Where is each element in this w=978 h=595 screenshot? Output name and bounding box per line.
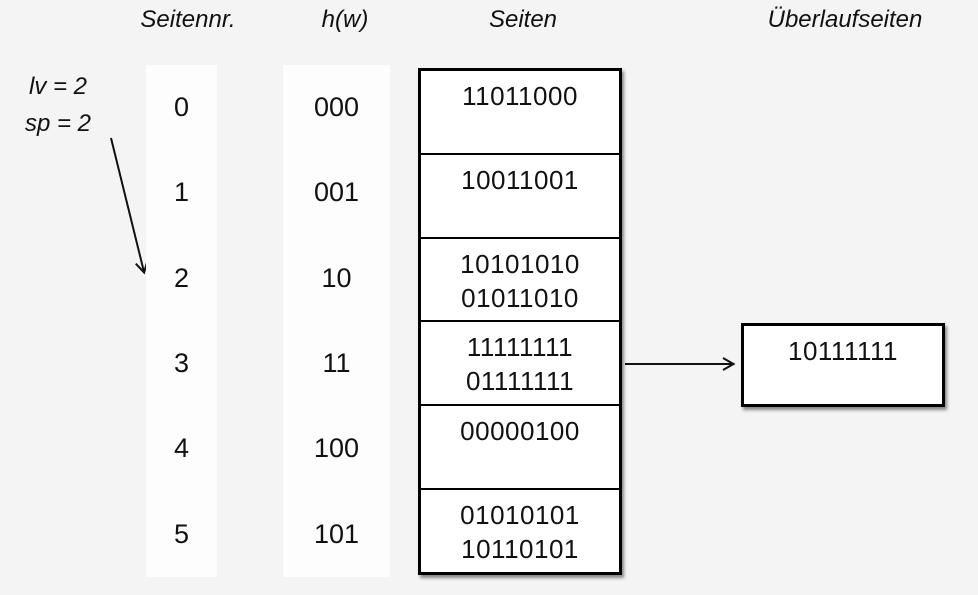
hash-value: 000 (313, 92, 360, 123)
record-value: 10011001 (461, 164, 579, 195)
record-value: 10101010 (460, 248, 580, 279)
record-value: 10110101 (461, 534, 579, 565)
page-cell: 11011000 (421, 71, 619, 155)
record-value: 01010101 (460, 500, 580, 531)
split-pointer-arrow (110, 137, 149, 275)
seitennr-value: 2 (173, 262, 190, 293)
level-value: lv = 2 (28, 73, 88, 100)
hash-value: 101 (313, 518, 360, 549)
record-value: 11111111 (466, 332, 574, 363)
pages-box: 11011000 10011001 10101010 01011010 1111… (418, 68, 622, 575)
hash-value: 10 (321, 262, 352, 293)
seitennr-value: 3 (173, 348, 190, 379)
hash-value: 001 (313, 177, 360, 208)
page-cell: 01010101 10110101 (421, 490, 619, 572)
page-cell: 10101010 01011010 (421, 239, 619, 323)
level-split-annotation: lv = 2 sp = 2 (8, 68, 108, 142)
record-value: 11011000 (462, 81, 578, 111)
seitennr-value: 1 (173, 177, 190, 208)
seitennr-value: 5 (173, 518, 190, 549)
record-value: 00000100 (460, 416, 580, 447)
column-header-seiten: Seiten (488, 6, 558, 33)
hash-value: 11 (322, 348, 351, 379)
seitennr-value: 0 (173, 92, 190, 123)
column-header-ueberlaufseiten: Überlaufseiten (767, 6, 923, 33)
column-header-hw: h(w) (321, 6, 369, 33)
page-cell: 11111111 01111111 (421, 322, 619, 407)
column-header-seitennr: Seitennr. (140, 6, 236, 33)
hash-value: 100 (313, 433, 360, 464)
split-pointer-value: sp = 2 (24, 110, 92, 137)
record-value: 01111111 (465, 366, 575, 397)
seitennr-column: 0 1 2 3 4 5 (146, 65, 217, 577)
seitennr-value: 4 (173, 433, 190, 464)
hash-column: 000 001 10 11 100 101 (283, 65, 390, 577)
record-value: 10111111 (787, 336, 899, 366)
overflow-page-box: 10111111 (741, 323, 945, 407)
page-cell: 10011001 (421, 155, 619, 239)
record-value: 01011010 (461, 282, 579, 313)
page-cell: 00000100 (421, 406, 619, 491)
